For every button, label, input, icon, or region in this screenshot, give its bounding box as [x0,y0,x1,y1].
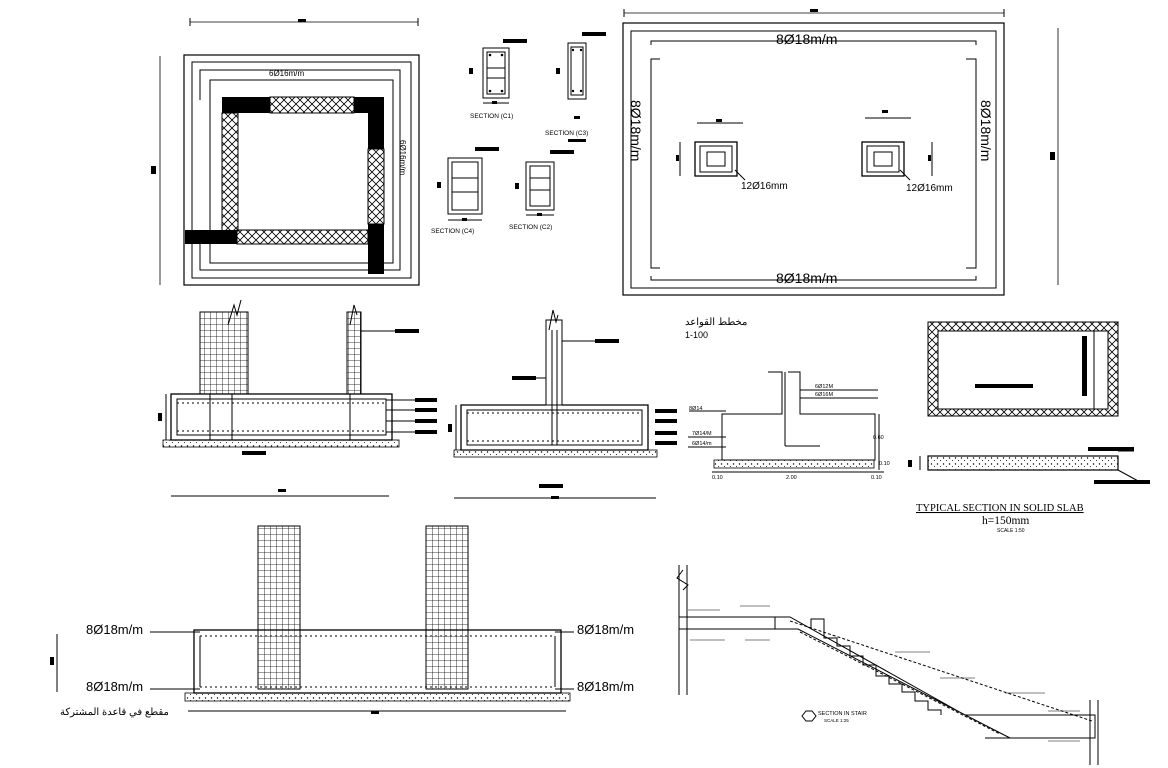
footing-section-2 [448,309,677,499]
section-c1-label: SECTION (C1) [470,113,513,120]
raft-left-bar-label: 8Ø14 [689,406,702,412]
raft-height-label: 0.60 [873,435,884,441]
slab-thickness: h=150mm [982,515,1029,527]
footing-side-bar-label: 6Ø16m/m [398,140,407,175]
footing-plan: 6Ø16m/m 6Ø16m/m [151,18,420,286]
slab-scale: SCALE 1:50 [997,528,1025,534]
raft-right-ext-label: 0.10 [871,475,882,481]
raft-detail: 6Ø12M 6Ø16M 8Ø14 7Ø14/M 6Ø14/m 0.60 0.10… [688,371,890,481]
combined-section-caption: مقطع في قاعدة المشتركة [60,707,169,718]
slab-detail [908,321,1150,484]
section-c3-label: SECTION (C3) [545,130,588,137]
section-bottom-right-bar-label: 8Ø18m/m [577,679,634,694]
footing-section-1 [158,299,437,455]
section-c2: SECTION (C2) [509,150,574,231]
raft-bar5-label: 6Ø14/m [692,441,712,447]
section-bottom-left-bar-label: 8Ø18m/m [86,679,143,694]
section-c4: SECTION (C4) [431,147,499,235]
combined-bottom-bar-label: 8Ø18m/m [776,270,837,286]
raft-bar2-label: 6Ø16M [815,392,833,398]
section-top-left-bar-label: 8Ø18m/m [86,622,143,637]
combined-right-bar-label: 8Ø18m/m [978,100,994,161]
column-left-rebar-label: 12Ø16mm [741,181,788,192]
section-c4-label: SECTION (C4) [431,228,474,235]
combined-footing-section [50,489,574,714]
combined-footing-plan: 8Ø18m/m 8Ø18m/m 8Ø18m/m 8Ø18m/m 12Ø16mm … [622,9,1059,296]
footing-top-bar-label: 6Ø16m/m [269,69,304,78]
section-c3: SECTION (C3) [545,32,606,142]
section-c1: SECTION (C1) [469,39,527,120]
foundation-plan-title: مخطط القواعد [685,317,747,328]
raft-width-label: 2.00 [786,475,797,481]
raft-top-bar-label: 6Ø12M [815,384,833,390]
stair-section-title: SECTION IN STAIR [818,711,867,717]
foundation-plan-scale: 1-100 [685,330,708,340]
raft-left-ext-label: 0.10 [712,475,723,481]
raft-base-label: 0.10 [879,461,890,467]
combined-left-bar-label: 8Ø18m/m [628,100,644,161]
slab-section-title: TYPICAL SECTION IN SOLID SLAB [916,503,1084,514]
combined-top-bar-label: 8Ø18m/m [776,31,837,47]
raft-bar4-label: 7Ø14/M [692,431,712,437]
stair-section-scale: SCALE 1:25 [824,718,849,723]
column-right-rebar-label: 12Ø16mm [906,183,953,194]
section-top-right-bar-label: 8Ø18m/m [577,622,634,637]
section-c2-label: SECTION (C2) [509,224,552,231]
stair-section [676,565,1099,765]
